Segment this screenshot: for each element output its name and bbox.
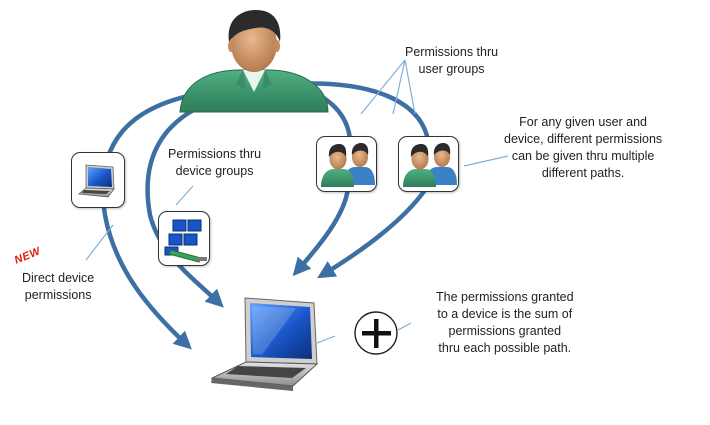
label-device-groups: Permissions thru device groups <box>168 147 262 178</box>
user-group-icon-box-1 <box>316 136 377 192</box>
user-group-icon <box>321 143 375 187</box>
device-laptop-icon <box>210 297 319 391</box>
arrow-device-group-path <box>145 93 231 308</box>
arrow-direct-path <box>100 87 229 350</box>
label-sum-permissions: The permissions granted to a device is t… <box>436 290 574 355</box>
label-multiple-paths: For any given user and device, different… <box>504 115 663 180</box>
label-user-groups: Permissions thru user groups <box>405 45 499 76</box>
plus-circle-icon <box>354 311 398 355</box>
device-group-icon <box>164 219 207 263</box>
device-group-icon-box <box>158 211 210 266</box>
leader-lines <box>85 59 509 344</box>
device-icon-box <box>71 152 125 208</box>
small-laptop-icon <box>78 164 115 198</box>
user-icon <box>179 10 329 113</box>
arrow-user-group-path-2 <box>289 81 431 274</box>
label-direct-permissions: Direct device permissions <box>22 271 95 302</box>
user-group-icon-box-2 <box>398 136 459 192</box>
user-group-icon <box>403 143 457 187</box>
